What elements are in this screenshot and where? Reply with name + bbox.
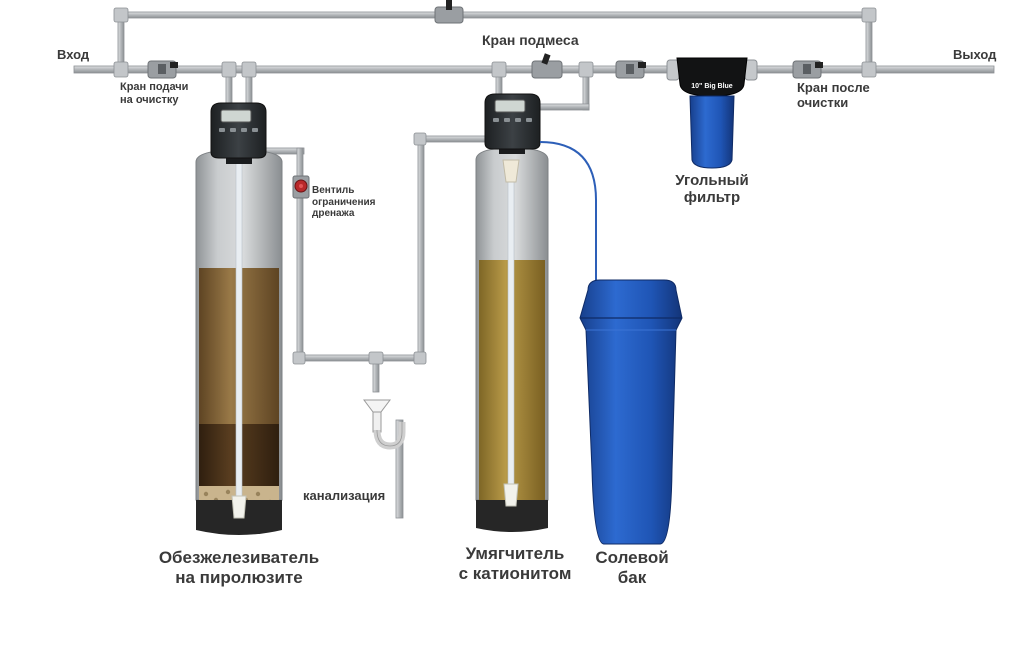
label-brine-tank-line1: Солевой <box>595 548 669 567</box>
big-blue-label: 10" Big Blue <box>691 83 733 90</box>
softener-drain-vertical <box>417 137 425 361</box>
iron-remover-tank <box>195 102 283 535</box>
softener-outlet-link <box>534 103 590 111</box>
valve-feed <box>147 60 178 79</box>
brine-tank <box>579 279 683 545</box>
valve-drain-limit <box>292 175 310 199</box>
label-inlet: Вход <box>57 47 90 62</box>
label-iron-remover-line1: Обезжелезиватель <box>158 548 320 567</box>
label-outlet: Выход <box>953 47 997 62</box>
label-after-valve-line1: Кран после <box>797 80 870 95</box>
label-feed-valve: Кран подачи на очистку <box>120 81 188 106</box>
label-carbon-filter-line1: Угольный <box>675 172 749 189</box>
label-bypass-valve: Кран подмеса <box>482 32 579 48</box>
distributor-tube <box>235 159 243 499</box>
label-brine-tank: Солевой бак <box>584 548 680 587</box>
label-feed-valve-line2: на очистку <box>120 93 179 106</box>
label-carbon-filter: Угольный фильтр <box>662 172 762 207</box>
label-after-valve: Кран после очистки <box>797 80 870 111</box>
brine-line <box>539 141 597 282</box>
pipe-fittings <box>113 7 877 365</box>
softener-drain-horizontal <box>417 135 491 143</box>
drain-funnel <box>363 399 406 450</box>
softener-tank <box>475 93 549 532</box>
valve-after <box>792 60 823 79</box>
valve-mix <box>531 53 563 79</box>
label-carbon-filter-line2: фильтр <box>683 189 741 207</box>
label-iron-remover-line2: на пиролюзите <box>175 567 303 587</box>
valve-pre-filter <box>615 60 646 79</box>
sewer-standpipe <box>395 419 404 519</box>
label-drain-valve-line1: Вентиль <box>312 185 355 196</box>
carbon-filter: 10" Big Blue <box>666 57 758 169</box>
softener-distributor-tube <box>507 169 515 489</box>
label-brine-tank-line2: бак <box>617 567 647 587</box>
label-softener-line1: Умягчитель <box>465 544 565 563</box>
valve-bypass <box>434 0 464 24</box>
label-after-valve-line2: очистки <box>797 94 849 110</box>
label-drain-valve-line2: ограничения <box>312 196 376 208</box>
bypass-pipe-top <box>119 11 873 19</box>
label-drain-valve: Вентиль ограничения дренажа <box>312 185 376 220</box>
label-feed-valve-line1: Кран подачи <box>120 81 189 93</box>
drain-collector <box>296 354 426 362</box>
label-softener-line2: с катионитом <box>458 563 572 583</box>
label-softener: Умягчитель с катионитом <box>440 544 590 583</box>
label-iron-remover: Обезжелезиватель на пиролюзите <box>124 548 354 587</box>
label-sewer: канализация <box>303 488 386 503</box>
label-drain-valve-line3: дренажа <box>312 208 355 219</box>
